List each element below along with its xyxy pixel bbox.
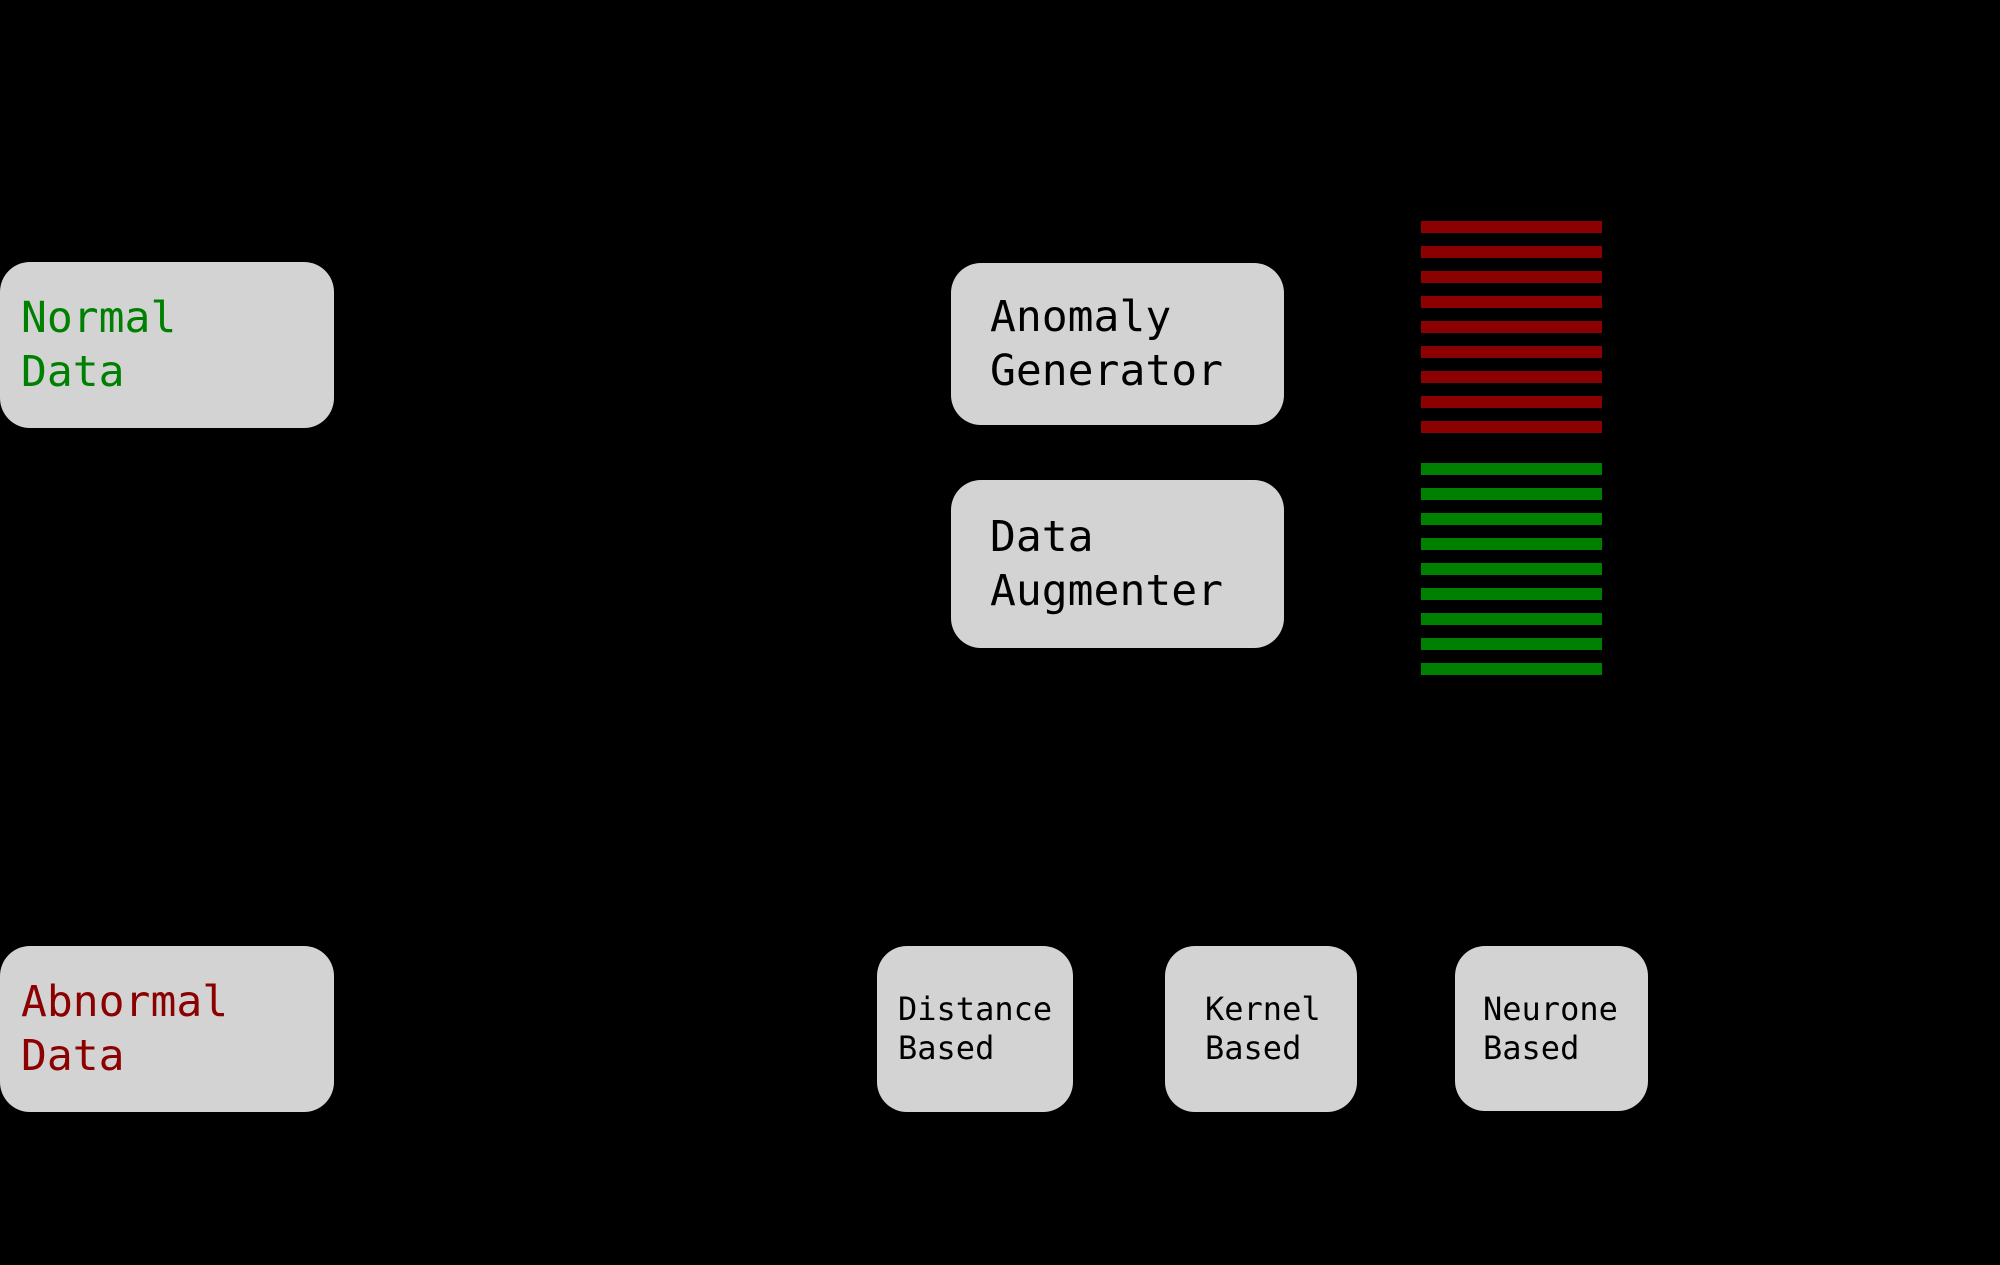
data-sample-stripe [1421, 371, 1602, 383]
box-label-line: Kernel [1205, 990, 1321, 1028]
box-label-line: Anomaly [990, 292, 1172, 342]
data-sample-stripe [1421, 246, 1602, 258]
box-label-line: Data [990, 512, 1094, 562]
box-label-line: Data [21, 347, 125, 397]
data-sample-stripe [1421, 421, 1602, 433]
data-sample-stripe [1421, 346, 1602, 358]
kernel-based-box: Kernel Based [1165, 946, 1357, 1112]
distance-based-box: Distance Based [877, 946, 1073, 1112]
box-label-line: Abnormal [21, 977, 229, 1027]
normal-data-box: Normal Data [0, 262, 334, 428]
anomaly-generator-box: Anomaly Generator [951, 263, 1284, 425]
data-sample-stripe [1421, 638, 1602, 650]
abnormal-data-stack [1421, 221, 1602, 446]
box-label-line: Distance [898, 990, 1053, 1028]
box-label-line: Based [1205, 1029, 1302, 1067]
box-label-line: Data [21, 1031, 125, 1081]
data-sample-stripe [1421, 513, 1602, 525]
data-augmenter-box: Data Augmenter [951, 480, 1284, 648]
box-label-line: Based [898, 1029, 995, 1067]
data-sample-stripe [1421, 296, 1602, 308]
data-sample-stripe [1421, 563, 1602, 575]
box-label-line: Neurone [1483, 989, 1618, 1028]
data-sample-stripe [1421, 538, 1602, 550]
box-label-line: Normal [21, 293, 177, 343]
box-label-line: Based [1483, 1028, 1580, 1067]
data-sample-stripe [1421, 271, 1602, 283]
data-sample-stripe [1421, 463, 1602, 475]
neurone-based-box: Neurone Based [1455, 946, 1648, 1111]
box-label-line: Augmenter [990, 566, 1223, 616]
normal-data-stack [1421, 463, 1602, 688]
data-sample-stripe [1421, 588, 1602, 600]
data-sample-stripe [1421, 613, 1602, 625]
data-sample-stripe [1421, 488, 1602, 500]
data-sample-stripe [1421, 321, 1602, 333]
box-label-line: Generator [990, 346, 1223, 396]
abnormal-data-box: Abnormal Data [0, 946, 334, 1112]
data-sample-stripe [1421, 221, 1602, 233]
data-sample-stripe [1421, 396, 1602, 408]
data-sample-stripe [1421, 663, 1602, 675]
